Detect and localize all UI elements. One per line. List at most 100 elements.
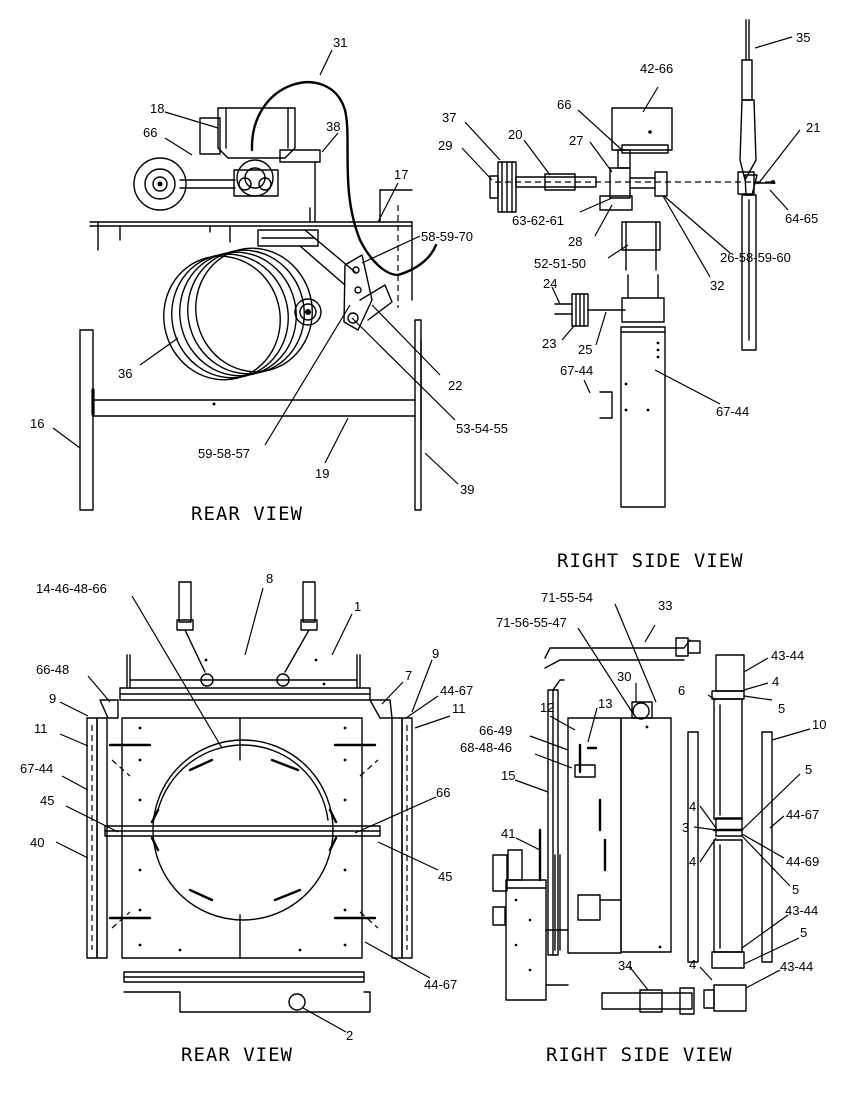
callout-9-right: 9	[432, 646, 439, 661]
callout-16: 16	[30, 416, 44, 431]
filler-tube-right	[302, 581, 316, 623]
callout-44-67-top: 44-67	[440, 683, 473, 698]
callout-10: 10	[812, 717, 826, 732]
callout-5-mid: 5	[805, 762, 812, 777]
callout-11-left: 11	[34, 721, 48, 736]
callout-71-55-54: 71-55-54	[541, 590, 593, 605]
right-panel	[761, 731, 773, 963]
callout-43-44-bottom: 43-44	[780, 959, 813, 974]
upper-tube	[715, 654, 745, 692]
callout-5-low: 5	[792, 882, 799, 897]
callout-42-66: 42-66	[640, 61, 673, 76]
radiator-side-core	[620, 717, 672, 953]
lower-elbow	[713, 984, 747, 1012]
callout-1: 1	[354, 599, 361, 614]
callout-4-bottom: 4	[689, 957, 696, 972]
fan-shroud-ring	[152, 739, 334, 921]
callout-33: 33	[658, 598, 672, 613]
callout-4-mid-a: 4	[689, 799, 696, 814]
upper-hose	[544, 639, 691, 659]
callout-29: 29	[438, 138, 452, 153]
corner-bracket-left	[99, 699, 119, 719]
callout-6: 6	[678, 683, 685, 698]
callout-31: 31	[333, 35, 347, 50]
fan-blade-upper	[741, 59, 753, 101]
callout-2: 2	[346, 1028, 353, 1043]
top-right-side-view: 35 42-66 66 37 29 20 27 21 63-62-61 28 6…	[438, 19, 820, 572]
callout-38: 38	[326, 119, 340, 134]
callout-4-mid-b: 4	[689, 854, 696, 869]
callout-66-49: 66-49	[479, 723, 512, 738]
callout-14-46-48-66: 14-46-48-66	[36, 581, 107, 596]
callout-11-right: 11	[452, 701, 466, 716]
callout-66-bl: 66	[436, 785, 450, 800]
callout-21: 21	[806, 120, 820, 135]
callout-66-tr: 66	[557, 97, 571, 112]
callout-52-51-50: 52-51-50	[534, 256, 586, 271]
callout-23: 23	[542, 336, 556, 351]
callout-27: 27	[569, 133, 583, 148]
side-plate-left	[79, 329, 94, 511]
filler-tube-left	[178, 581, 192, 623]
callout-59-58-57: 59-58-57	[198, 446, 250, 461]
lower-pipe-horizontal	[601, 992, 693, 1010]
view-title-rear-bottom: REAR VIEW	[181, 1044, 293, 1066]
callout-44-67-br: 44-67	[786, 807, 819, 822]
callout-5-bottom: 5	[800, 925, 807, 940]
bearing-housing	[609, 167, 631, 199]
callout-5-top: 5	[778, 701, 785, 716]
callout-44-69: 44-69	[786, 854, 819, 869]
tensioner-bracket	[343, 254, 373, 331]
callout-67-44-bl: 67-44	[20, 761, 53, 776]
view-title-side-bottom: RIGHT SIDE VIEW	[546, 1044, 733, 1066]
callout-71-56-55-47: 71-56-55-47	[496, 615, 567, 630]
corner-bracket-right	[369, 699, 393, 719]
callout-30: 30	[617, 669, 631, 684]
drive-pulley	[133, 157, 187, 211]
lower-pipe	[713, 839, 743, 953]
callout-7: 7	[405, 668, 412, 683]
callout-22: 22	[448, 378, 462, 393]
shroud-side	[567, 717, 622, 954]
callout-12: 12	[540, 700, 554, 715]
callout-43-44-top: 43-44	[771, 648, 804, 663]
callout-19: 19	[315, 466, 329, 481]
callout-15: 15	[501, 768, 515, 783]
callout-36: 36	[118, 366, 132, 381]
callout-26-58-59-60: 26-58-59-60	[720, 250, 791, 265]
callout-43-44-mid: 43-44	[785, 903, 818, 918]
callout-40: 40	[30, 835, 44, 850]
belt-coil	[163, 247, 313, 381]
support-bracket	[279, 149, 321, 163]
callout-37: 37	[442, 110, 456, 125]
upper-pipe	[713, 698, 743, 820]
callout-67-44-a: 67-44	[560, 363, 593, 378]
callout-53-54-55: 53-54-55	[456, 421, 508, 436]
callout-64-65: 64-65	[785, 211, 818, 226]
blower-housing	[620, 326, 666, 508]
mounting-bracket	[257, 229, 319, 247]
callout-24: 24	[543, 276, 557, 291]
callout-45-right: 45	[438, 869, 452, 884]
support-column	[621, 221, 661, 251]
callout-25: 25	[578, 342, 592, 357]
bottom-right-side-view: 71-55-54 71-56-55-47 33 30 43-44 4 6 5 1…	[460, 590, 826, 1066]
view-title-side-top: RIGHT SIDE VIEW	[557, 550, 744, 572]
callout-20: 20	[508, 127, 522, 142]
hose	[250, 81, 400, 277]
radiator-core	[121, 717, 363, 959]
callout-68-48-46: 68-48-46	[460, 740, 512, 755]
fan-shaft	[515, 176, 597, 188]
callout-34: 34	[618, 958, 632, 973]
side-plate-right	[414, 319, 422, 511]
engine-block	[505, 879, 547, 1001]
callout-45-left: 45	[40, 793, 54, 808]
callout-13: 13	[598, 696, 612, 711]
drain-plug	[288, 993, 306, 1011]
callout-67-44-b: 67-44	[716, 404, 749, 419]
callout-39: 39	[460, 482, 474, 497]
side-channel-right-outer	[391, 717, 403, 959]
hub	[654, 171, 668, 197]
top-left-rear-view: 31 18 66 38 17 58-59-70 36 22 53-54-55 5…	[30, 35, 508, 525]
hydraulic-pump	[199, 107, 296, 197]
